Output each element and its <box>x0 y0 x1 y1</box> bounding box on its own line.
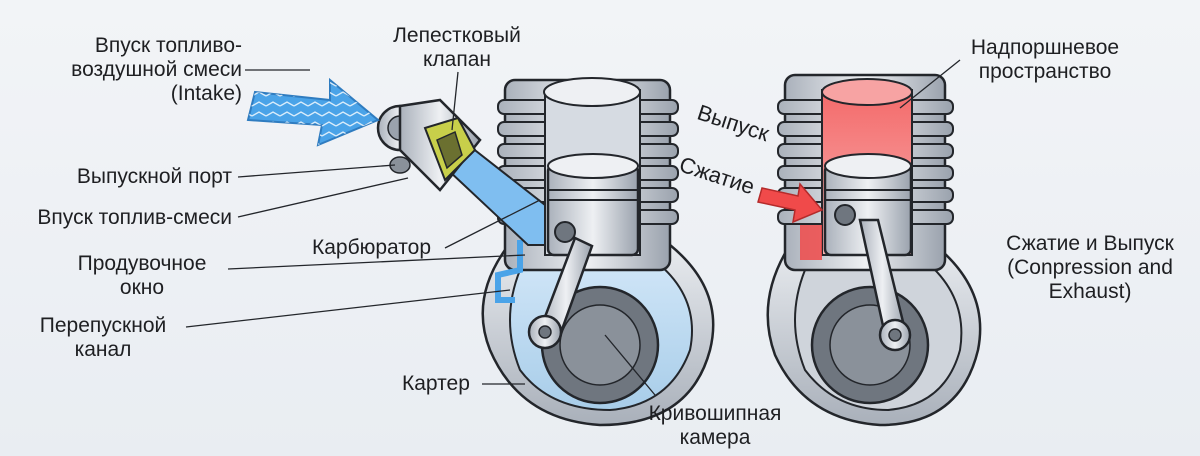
label-exhaust-port-text: Выпускной порт <box>76 165 232 188</box>
label-scavenge-port-line1: Продувочное <box>77 252 207 275</box>
label-intake-mixture: Впуск топлив-смеси <box>2 206 232 230</box>
label-above-piston-line2: пространство <box>978 60 1112 83</box>
leader-lines <box>185 59 961 396</box>
label-intake-line2: воздушной смеси <box>71 58 242 81</box>
label-reed-valve-line2: клапан <box>422 48 491 71</box>
label-crankcase: Картер <box>402 372 482 396</box>
label-reed-valve: Лепестковый клапан <box>372 24 542 72</box>
label-carburetor-text: Карбюратор <box>312 236 432 259</box>
label-above-piston-line1: Надпоршневое <box>970 36 1120 59</box>
left-engine <box>246 77 715 427</box>
label-scavenge-port-line2: окно <box>119 276 165 299</box>
label-transfer-channel-line1: Перепускной <box>39 314 167 337</box>
label-phase-title: Сжатие и Выпуск (Conpression and Exhaust… <box>985 232 1195 304</box>
label-above-piston: Надпоршневое пространство <box>950 36 1140 84</box>
label-phase-title-line1: Сжатие и Выпуск <box>1006 232 1174 255</box>
label-intake-line3: (Intake) <box>170 82 242 105</box>
compression-arrow <box>757 182 824 224</box>
label-transfer-channel-line2: канал <box>74 338 132 361</box>
label-intake: Впуск топливо- воздушной смеси (Intake) <box>42 34 242 106</box>
label-crankcase-text: Картер <box>402 372 470 395</box>
label-carburetor: Карбюратор <box>312 236 452 260</box>
label-transfer-channel: Перепускной канал <box>22 314 184 362</box>
label-exhaust-port: Выпускной порт <box>20 165 232 189</box>
label-crank-chamber-line1: Кривошипная <box>648 402 782 425</box>
label-intake-line1: Впуск топливо- <box>94 34 242 57</box>
label-intake-mixture-text: Впуск топлив-смеси <box>37 206 232 229</box>
label-reed-valve-line1: Лепестковый <box>393 24 521 47</box>
right-engine <box>757 73 982 427</box>
label-phase-title-line2: (Conpression and <box>1007 256 1173 279</box>
left-transfer-channel <box>495 240 523 303</box>
label-crank-chamber-line2: камера <box>679 426 751 449</box>
label-scavenge-port: Продувочное окно <box>58 252 226 300</box>
label-phase-title-line3: Exhaust) <box>1048 280 1132 303</box>
exhaust-flow <box>800 225 822 260</box>
label-crank-chamber: Кривошипная камера <box>640 402 790 450</box>
